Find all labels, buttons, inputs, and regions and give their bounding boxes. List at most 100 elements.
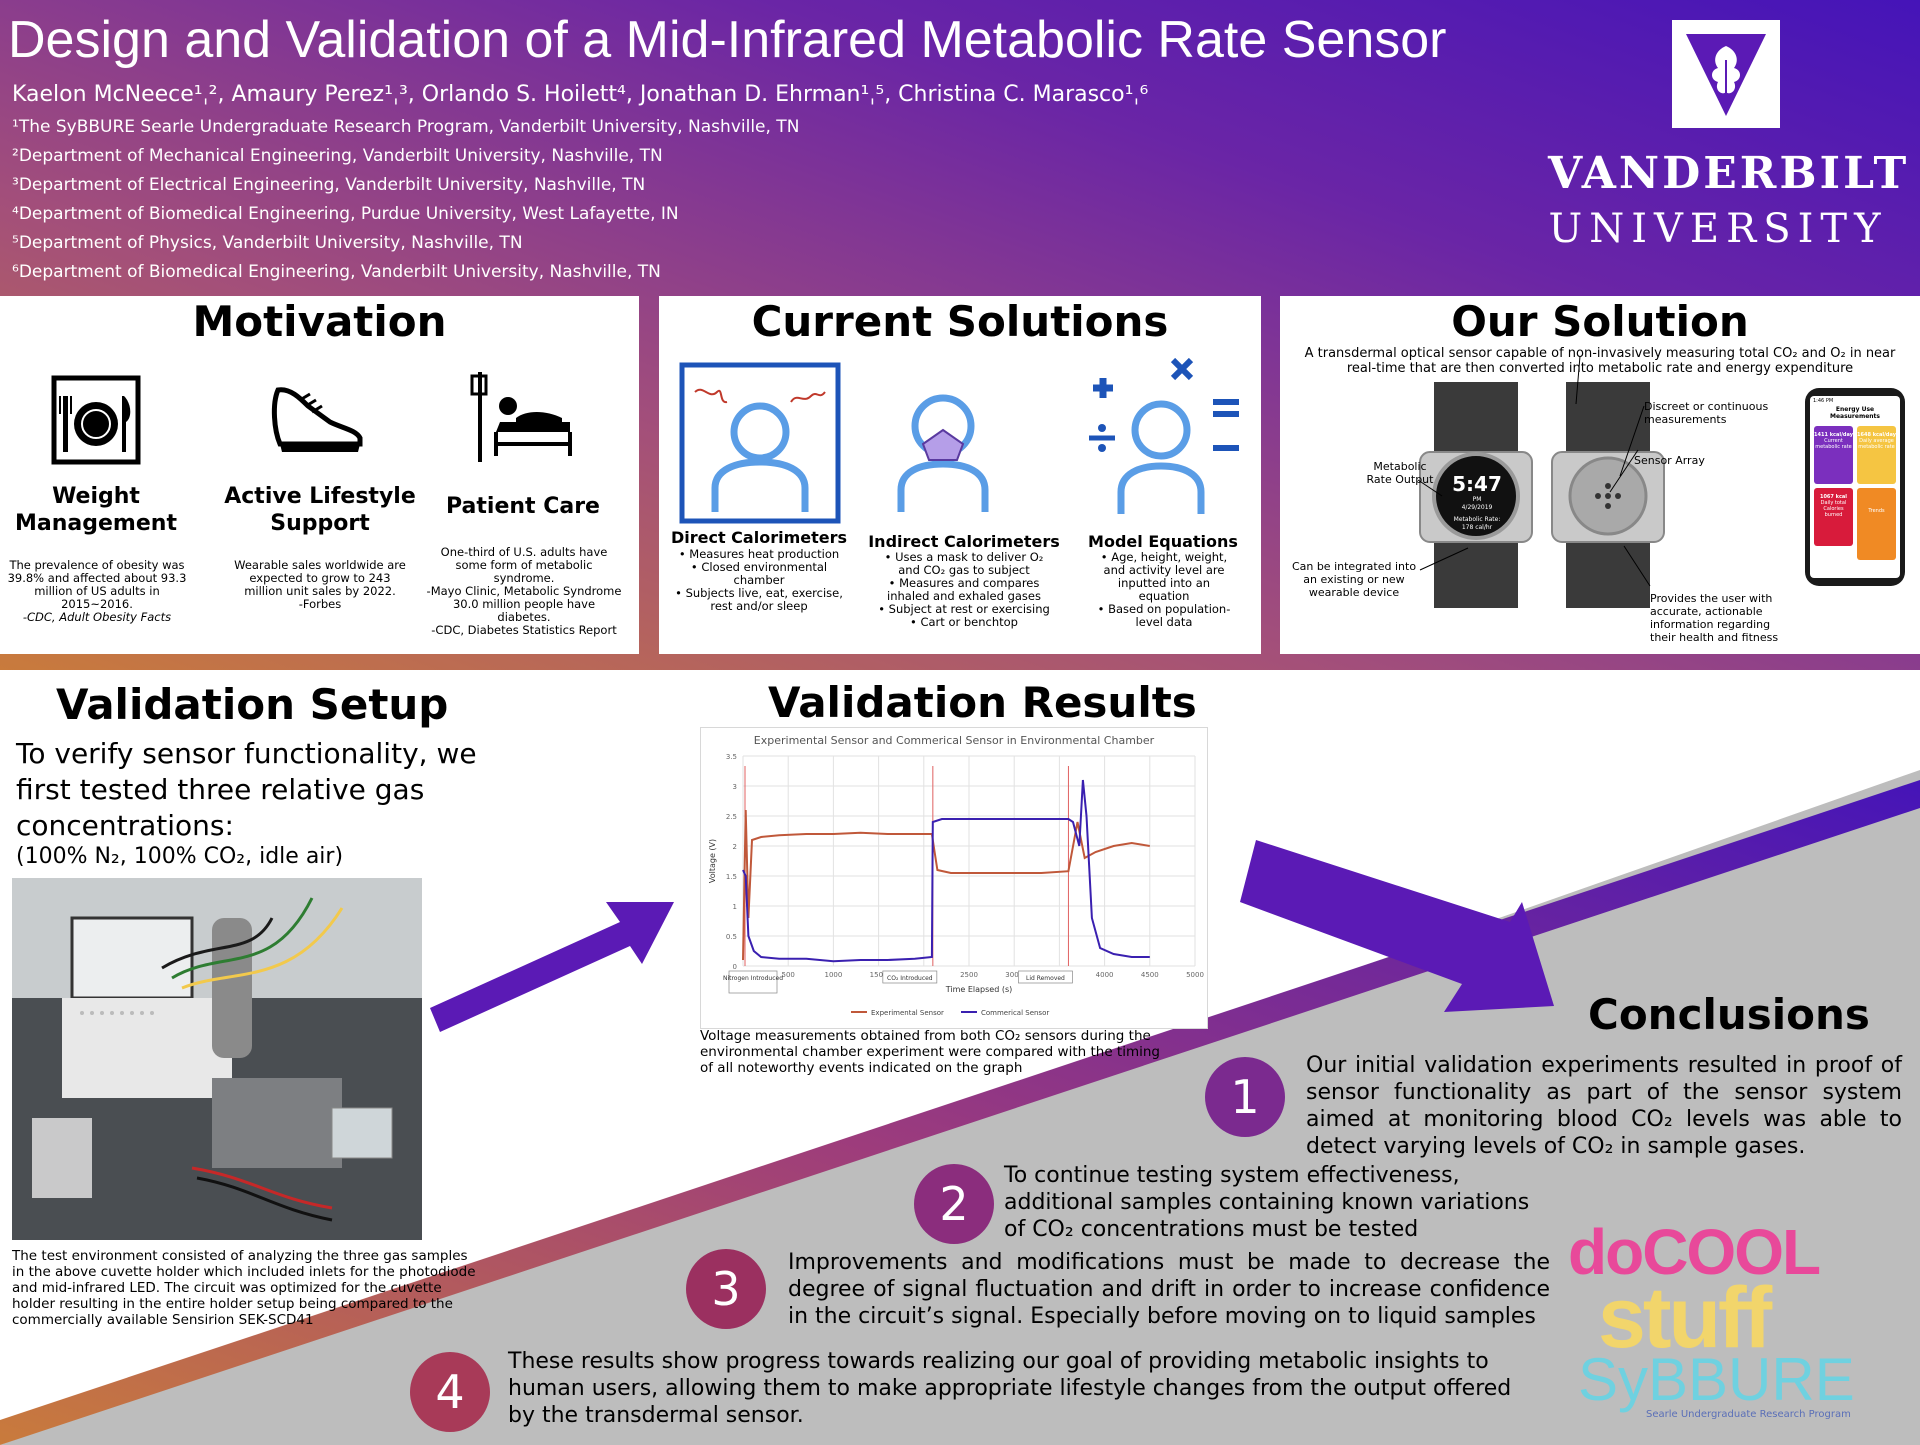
y-tick-label: 1.5 [726, 873, 737, 881]
author-list: Kaelon McNeece¹ˌ², Amaury Perez¹ˌ³, Orla… [12, 82, 1149, 107]
event-label-box [882, 970, 938, 984]
current-solutions-panel: Current Solutions Direct Calorimeters In… [659, 296, 1261, 654]
event-label: Lid Removed [1026, 975, 1065, 982]
event-label-box [1018, 970, 1073, 984]
arrow-down-right-icon [1240, 840, 1554, 1012]
sybbure-logo-subtitle: Searle Undergraduate Research Program [1646, 1409, 1851, 1420]
x-tick-label: 1000 [824, 971, 842, 979]
y-tick-label: 1 [733, 903, 737, 911]
sneaker-icon [271, 387, 363, 452]
patient-stat-line-3: 30.0 million people have diabetes. [452, 597, 596, 624]
motivation-panel: Motivation Weight Management Active Life… [0, 296, 639, 654]
sybbure-logo-line1: doCOOL [1568, 1216, 1821, 1288]
watch-rate-value: 178 cal/hr [1461, 524, 1493, 531]
conclusion-number-1: 1 [1205, 1057, 1285, 1137]
wearable-stat-line-1: Wearable sales worldwide are [234, 558, 406, 572]
y-axis-label: Voltage (V) [708, 839, 717, 883]
sybbure-logo-line2: stuff [1598, 1270, 1772, 1366]
arrow-right-icon [430, 902, 674, 1032]
plate-icon [51, 375, 141, 465]
discreet-measurements-note: Discreet or continuous measurements [1644, 400, 1769, 426]
validation-setup-caption: The test environment consisted of analyz… [12, 1248, 476, 1328]
wearable-source: -Forbes [298, 597, 342, 611]
legend-entry: Commerical Sensor [981, 1009, 1049, 1017]
indirect-bullet-3: Subject at rest or exercising [875, 603, 1053, 616]
head-heat-icon [679, 362, 841, 524]
affiliation-4: ⁴Department of Biomedical Engineering, P… [12, 204, 679, 224]
model-bullet-2: Based on population-level data [1091, 603, 1237, 629]
head-math-icon [1089, 358, 1239, 514]
validation-results-caption: Voltage measurements obtained from both … [700, 1028, 1160, 1076]
wearable-stat-line-2: expected to grow to 243 [249, 571, 391, 585]
provides-info-note: Provides the user with accurate, actiona… [1650, 592, 1779, 644]
conclusion-text-4: These results show progress towards real… [508, 1349, 1512, 1428]
validation-setup-title: Validation Setup [56, 680, 449, 729]
conclusion-text-2: To continue testing system effectiveness… [1004, 1163, 1530, 1242]
direct-bullet-2: Closed environmental chamber [673, 561, 845, 587]
patient-source-1: -Mayo Clinic, Metabolic Syndrome [426, 584, 622, 598]
vanderbilt-oak-leaf-logo [1672, 20, 1780, 128]
series-line-commercial [742, 779, 1150, 963]
phone-tile-trends[interactable]: Trends [1857, 488, 1896, 560]
indirect-bullet-4: Cart or benchtop [875, 616, 1053, 629]
obesity-source: -CDC, Adult Obesity Facts [22, 610, 172, 624]
validation-setup-intro: To verify sensor functionality, we first… [16, 737, 477, 842]
conclusion-text-3: Improvements and modifications must be m… [788, 1250, 1550, 1329]
poster-title: Design and Validation of a Mid-Infrared … [8, 11, 1447, 69]
x-tick-label: 4500 [1141, 971, 1159, 979]
active-lifestyle-label-1: Active Lifestyle [224, 484, 416, 509]
gas-list: (100% N₂, 100% CO₂, idle air) [16, 844, 344, 869]
watch-pm: PM [1472, 496, 1482, 503]
validation-chart-container: Experimental Sensor and Commerical Senso… [700, 727, 1208, 1029]
y-tick-label: 0.5 [726, 933, 737, 941]
chart-title: Experimental Sensor and Commerical Senso… [754, 734, 1155, 747]
sybbure-logo: doCOOL stuff SyBBURE Searle Undergraduat… [1568, 1215, 1908, 1425]
x-tick-label: 1500 [870, 971, 888, 979]
x-tick-label: 4000 [1096, 971, 1114, 979]
indirect-bullet-2: Measures and compares inhaled and exhale… [875, 577, 1053, 603]
watch-time: 5:47 [1452, 472, 1502, 496]
indirect-bullet-1: Uses a mask to deliver O₂ and CO₂ gas to… [875, 551, 1053, 577]
model-bullet-1: Age, height, weight, and activity level … [1091, 551, 1237, 603]
obesity-stat-line-1: The prevalence of obesity was [9, 558, 185, 572]
phone-header: Energy Use Measurements [1830, 406, 1880, 420]
phone-mockup: 1:46 PM Energy Use Measurements 1411 kca… [1805, 388, 1905, 586]
wearable-stat-line-3: million unit sales by 2022. [244, 584, 396, 598]
head-mask-icon [897, 394, 989, 512]
y-tick-label: 3 [733, 783, 737, 791]
direct-bullet-3: Subjects live, eat, exercise, rest and/o… [673, 587, 845, 613]
university-wordmark: UNIVERSITY [1548, 206, 1888, 252]
hospital-bed-icon [470, 372, 572, 462]
wearable-watch-back [1551, 382, 1665, 608]
watch-rate-label: Metabolic Rate: [1453, 516, 1501, 523]
conclusion-number-2: 2 [914, 1164, 994, 1244]
obesity-stat-line-3: million of US adults in 2015~2016. [34, 584, 160, 611]
affiliation-5: ⁵Department of Physics, Vanderbilt Unive… [12, 233, 523, 253]
patient-stat-line-2: some form of metabolic syndrome. [455, 558, 593, 585]
patient-care-label: Patient Care [446, 494, 600, 519]
affiliation-3: ³Department of Electrical Engineering, V… [12, 175, 646, 195]
metabolic-rate-output-note: Metabolic Rate Output [1366, 460, 1434, 486]
event-label-box [728, 970, 778, 994]
validation-results-title: Validation Results [768, 678, 1197, 727]
x-tick-label: 2500 [960, 971, 978, 979]
x-axis-label: Time Elapsed (s) [945, 985, 1013, 994]
conclusion-number-3: 3 [686, 1249, 766, 1329]
phone-status-time: 1:46 PM [1813, 398, 1834, 404]
x-tick-label: 5000 [1186, 971, 1204, 979]
conclusion-text-1: Our initial validation experiments resul… [1306, 1053, 1902, 1159]
validation-chart: Experimental Sensor and Commerical Senso… [708, 734, 1204, 1017]
affiliation-1: ¹The SyBBURE Searle Undergraduate Resear… [12, 117, 800, 137]
test-environment-photo [12, 878, 422, 1240]
weight-management-label-2: Management [15, 511, 177, 536]
y-tick-label: 3.5 [726, 753, 737, 761]
indirect-calorimeters-label: Indirect Calorimeters [868, 532, 1060, 551]
watch-date: 4/29/2019 [1461, 504, 1493, 511]
our-solution-subtitle: A transdermal optical sensor capable of … [1304, 346, 1896, 376]
event-label: Nitrogen Introduced [723, 975, 783, 982]
patient-source-2: -CDC, Diabetes Statistics Report [431, 623, 617, 637]
sensor-array-note: Sensor Array [1634, 454, 1705, 467]
